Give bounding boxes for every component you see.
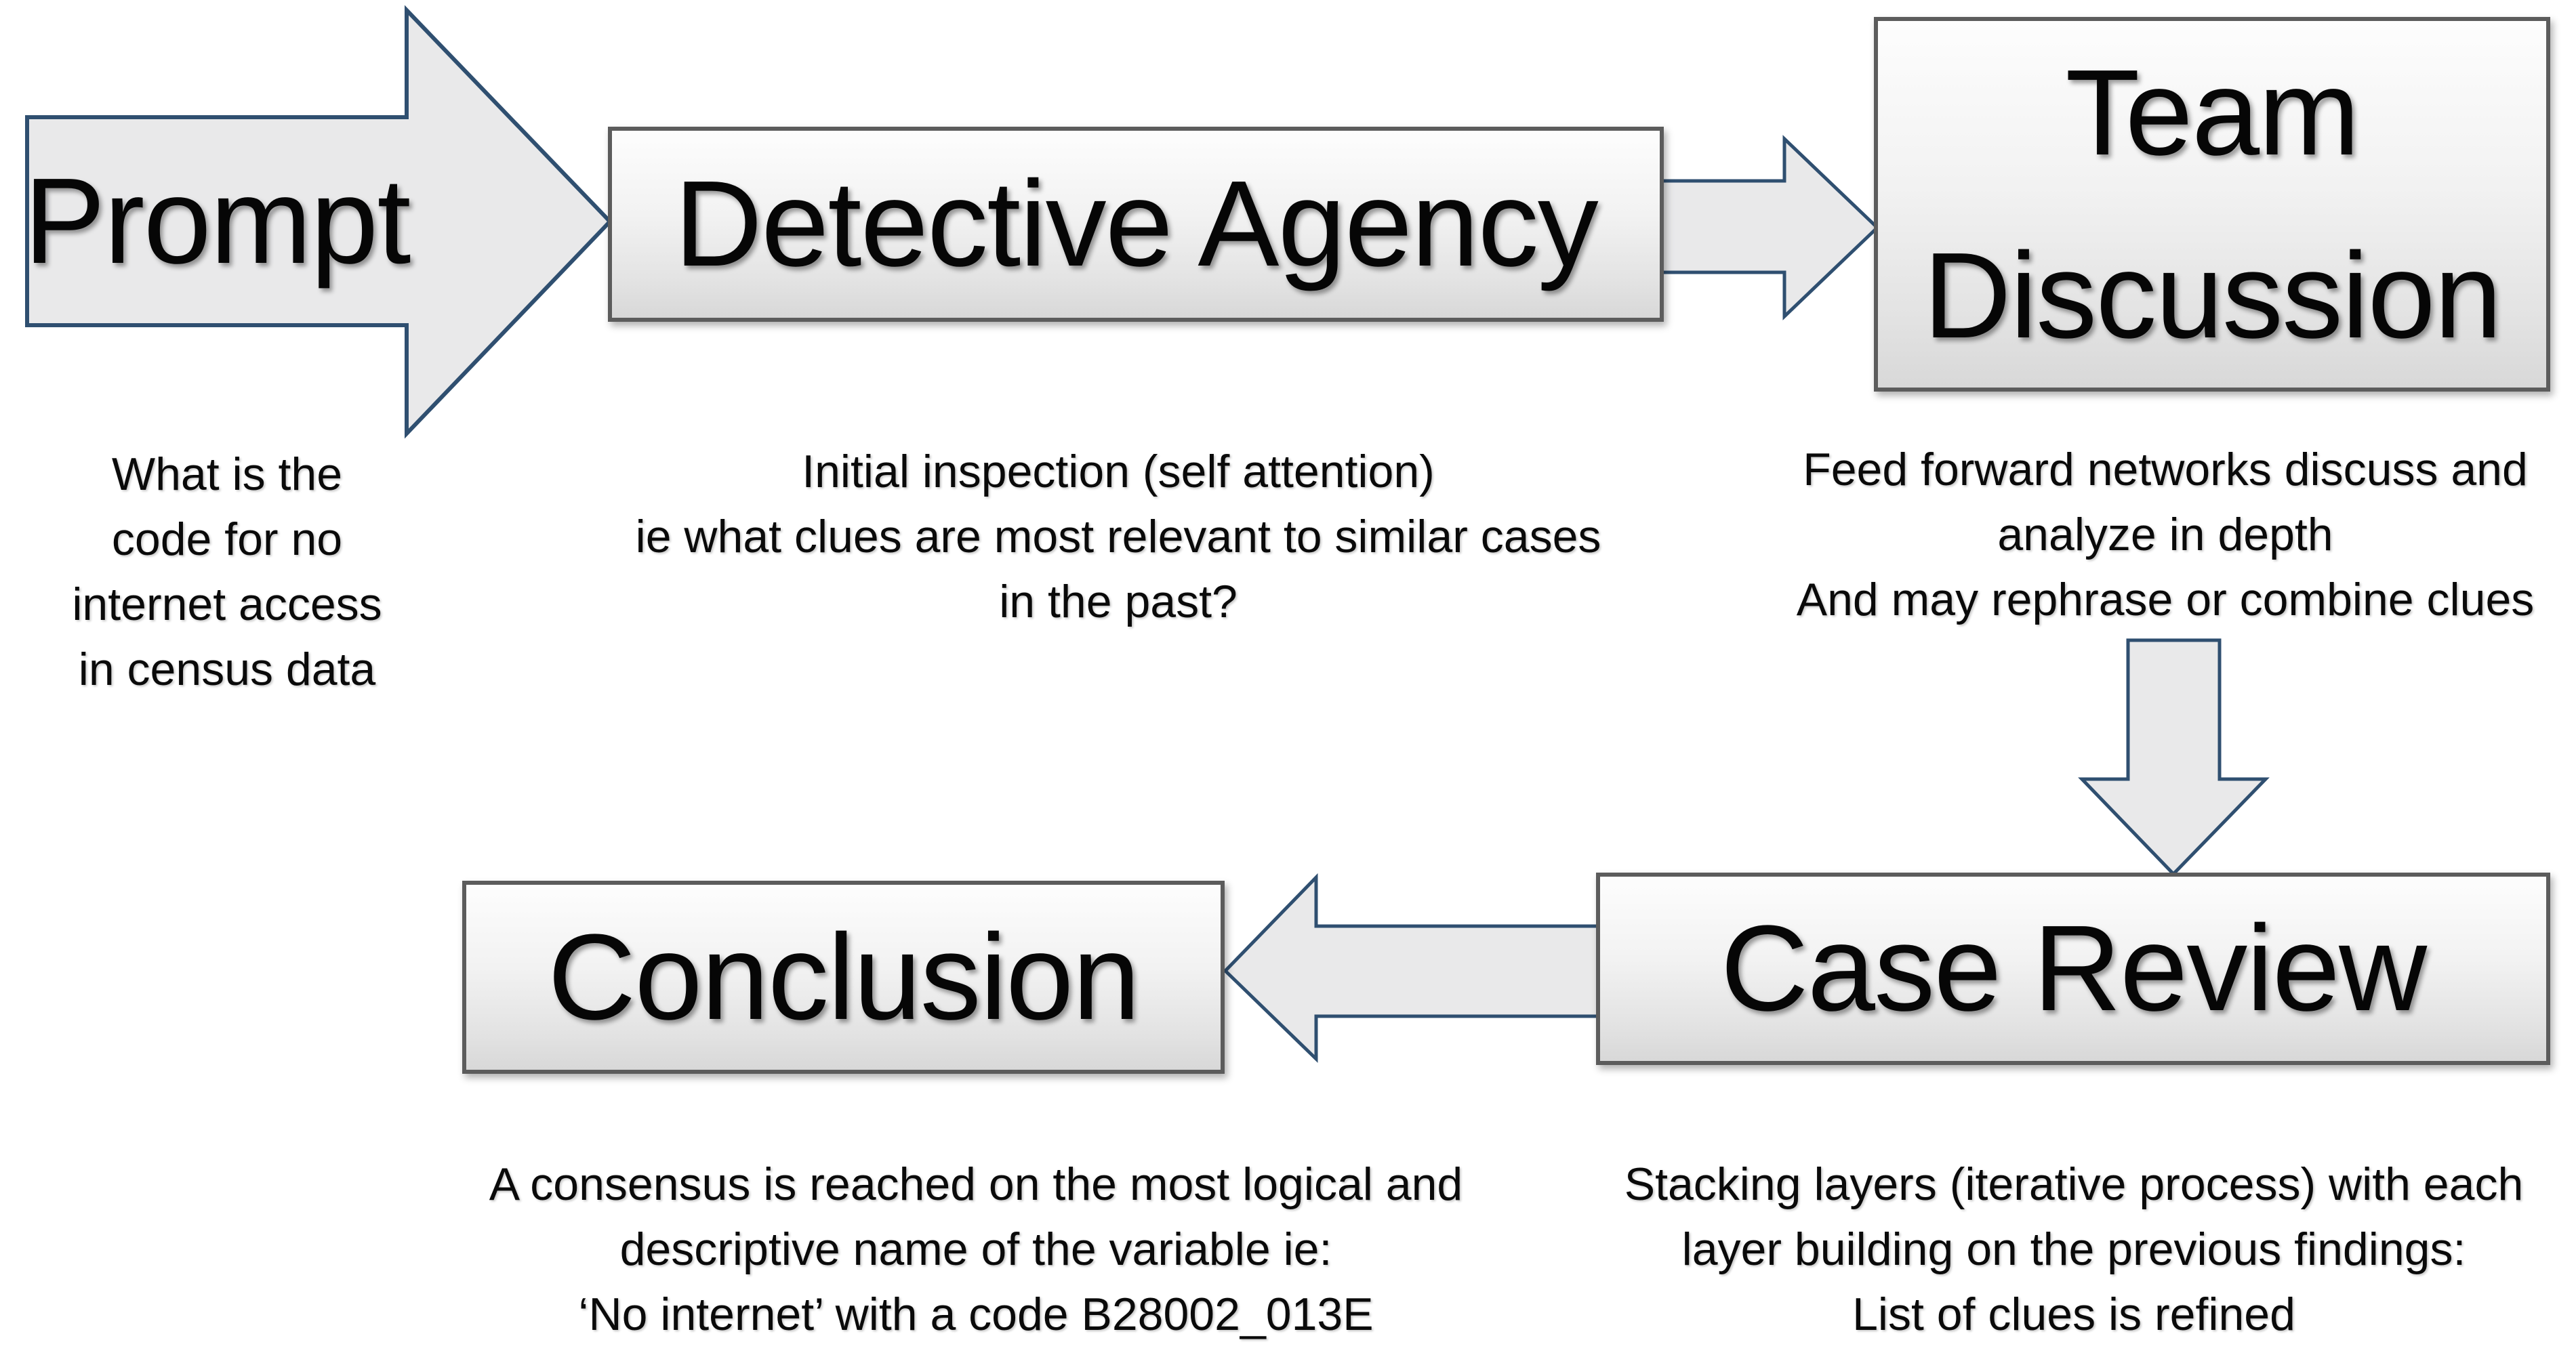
node-team-discussion-label-line1: Team bbox=[2065, 44, 2360, 181]
node-team-discussion-label-line2: Discussion bbox=[1923, 227, 2502, 364]
team-discussion-caption: Feed forward networks discuss and analyz… bbox=[1749, 437, 2576, 632]
caption-line: And may rephrase or combine clues bbox=[1796, 574, 2535, 625]
caption-line: analyze in depth bbox=[1997, 509, 2333, 560]
caption-line: Feed forward networks discuss and bbox=[1803, 444, 2528, 495]
caption-line: ie what clues are most relevant to simil… bbox=[635, 511, 1601, 562]
caption-line: List of clues is refined bbox=[1852, 1289, 2295, 1340]
caption-line: layer building on the previous findings: bbox=[1681, 1224, 2466, 1275]
caption-line: code for no bbox=[111, 514, 343, 565]
caption-line: ‘No internet’ with a code B28002_013E bbox=[578, 1289, 1374, 1340]
detective-agency-caption: Initial inspection (self attention) ie w… bbox=[515, 439, 1721, 634]
caption-line: A consensus is reached on the most logic… bbox=[489, 1158, 1463, 1210]
caption-line: What is the bbox=[111, 448, 343, 500]
caption-line: descriptive name of the variable ie: bbox=[619, 1224, 1332, 1275]
left-arrow-icon bbox=[1223, 873, 1603, 1063]
node-case-review: Case Review bbox=[1596, 873, 2550, 1065]
node-conclusion: Conclusion bbox=[462, 881, 1225, 1074]
node-case-review-label: Case Review bbox=[1720, 900, 2427, 1037]
caption-line: Initial inspection (self attention) bbox=[802, 446, 1435, 497]
caption-line: Stacking layers (iterative process) with… bbox=[1624, 1158, 2524, 1210]
node-detective-agency-label: Detective Agency bbox=[674, 156, 1599, 292]
node-prompt: Prompt bbox=[24, 117, 411, 325]
prompt-arrow-shape bbox=[25, 5, 613, 439]
case-review-caption: Stacking layers (iterative process) with… bbox=[1545, 1152, 2576, 1347]
caption-line: internet access bbox=[72, 579, 382, 630]
node-team-discussion: Team Discussion bbox=[1874, 17, 2550, 392]
node-prompt-label: Prompt bbox=[24, 152, 411, 289]
node-conclusion-label: Conclusion bbox=[548, 909, 1140, 1045]
caption-line: in the past? bbox=[999, 576, 1238, 627]
caption-line: in census data bbox=[78, 644, 376, 695]
conclusion-caption: A consensus is reached on the most logic… bbox=[420, 1152, 1532, 1347]
down-arrow-icon bbox=[2078, 638, 2270, 877]
prompt-caption: What is the code for no internet access … bbox=[24, 442, 430, 702]
node-detective-agency: Detective Agency bbox=[608, 127, 1664, 322]
right-arrow-icon bbox=[1658, 135, 1880, 320]
